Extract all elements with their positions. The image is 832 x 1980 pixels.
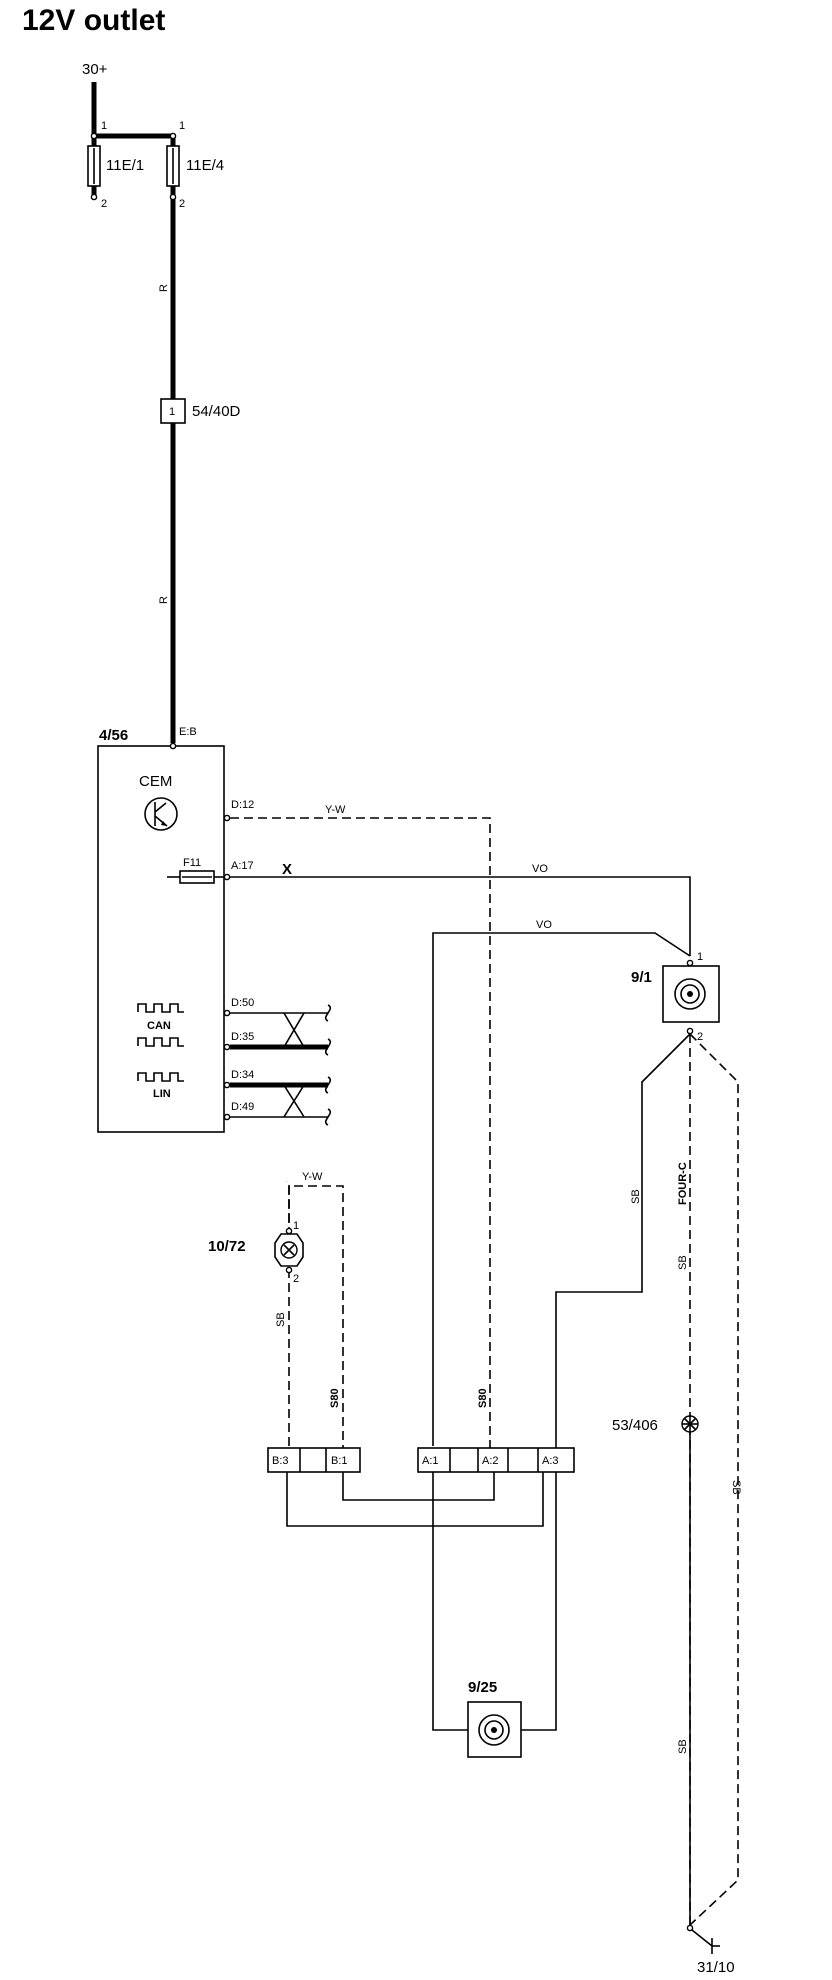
cem-pin-d12-label: D:12: [231, 799, 254, 811]
wire-color-vo-lower: VO: [536, 919, 552, 931]
wire-color-sb-lamp: SB: [275, 1312, 287, 1327]
outlet-9-1-label: 9/1: [631, 969, 652, 986]
connector-54-40d-pin: 1: [169, 406, 175, 418]
socket-icon-9-25: [478, 1714, 510, 1746]
connector-pin-a2: A:2: [482, 1455, 499, 1467]
fuse-11e-1-pin-top: 1: [101, 120, 107, 132]
twisted-pair-can: [230, 1004, 332, 1056]
wire-color-vo-upper: VO: [532, 863, 548, 875]
cem-pin-d12: [223, 814, 231, 822]
connector-54-40d: [160, 398, 186, 424]
transistor-icon: [144, 797, 178, 831]
lamp-10-72-pin2: [285, 1266, 293, 1274]
wire-b1-to-a2: [342, 1472, 495, 1501]
splice-53-406-label: 53/406: [612, 1417, 658, 1434]
connector-block-a: [417, 1447, 575, 1473]
lin-label: LIN: [153, 1088, 171, 1100]
wire-a3-to-outlet-9-25: [521, 1472, 557, 1731]
outlet-9-1-pin1-label: 1: [697, 951, 703, 963]
lamp-10-72-label: 10/72: [208, 1238, 246, 1255]
cem-pin-eb-label: E:B: [179, 726, 197, 738]
wire-yw-d12: [230, 817, 491, 1448]
cem-name-label: CEM: [139, 773, 172, 790]
connector-block-b: [267, 1447, 361, 1473]
wire-sb-dashed-right: [689, 1033, 739, 1926]
cem-fuse-f11: [167, 870, 224, 884]
wire-vo-a17: [230, 876, 691, 956]
wire-color-r-upper: R: [158, 284, 170, 292]
lin-signal-icon: [137, 1072, 184, 1082]
wire-yw-lamp: [286, 1181, 290, 1446]
diagram-title: 12V outlet: [22, 4, 165, 37]
wire-color-r-lower: R: [158, 596, 170, 604]
supply-label: 30+: [82, 61, 108, 78]
cem-fuse-f11-label: F11: [183, 857, 201, 869]
connector-54-40d-label: 54/40D: [192, 403, 241, 420]
model-note-s80-right: S80: [477, 1388, 489, 1408]
cem-pin-d35-label: D:35: [231, 1031, 254, 1043]
lamp-10-72-pin1-label: 1: [293, 1220, 299, 1232]
ground-label: 31/10: [697, 1959, 735, 1976]
wire-color-yw-upper: Y-W: [325, 804, 346, 816]
cem-pin-a17-label: A:17: [231, 860, 254, 872]
bus-pins: [223, 1009, 231, 1121]
socket-icon: [674, 978, 706, 1010]
wire-vo-branch: [432, 932, 691, 1446]
connector-pin-a1: A:1: [422, 1455, 439, 1467]
fuse-11e-1: [87, 132, 101, 201]
supply-wire: [91, 82, 173, 139]
outlet-9-1-pin2-label: 2: [697, 1031, 703, 1043]
cem-id-label: 4/56: [99, 727, 128, 744]
wire-color-sb-right: SB: [730, 1480, 742, 1495]
twisted-pair-lin: [230, 1076, 332, 1126]
ground-pin: [686, 1924, 694, 1932]
wire-color-sb-four-c: SB: [677, 1255, 689, 1270]
wire-x-mark: X: [282, 861, 292, 878]
connector-pin-b1: B:1: [331, 1455, 348, 1467]
can-signal-icon: [137, 1003, 184, 1047]
lamp-icon: [274, 1233, 304, 1267]
cem-pin-d34-label: D:34: [231, 1069, 254, 1081]
connector-pin-b3: B:3: [272, 1455, 289, 1467]
variant-four-c-label: FOUR-C: [677, 1162, 689, 1205]
fuse-11e-4-pin-bottom: 2: [179, 198, 185, 210]
fuse-11e-4-pin-top: 1: [179, 120, 185, 132]
connector-pin-a3: A:3: [542, 1455, 559, 1467]
wire-sb-to-a3: [555, 1033, 691, 1448]
wire-color-sb-ground: SB: [677, 1739, 689, 1754]
fuse-11e-4: [166, 132, 180, 201]
wire-color-yw-lamp: Y-W: [302, 1171, 323, 1183]
model-note-s80-left: S80: [329, 1388, 341, 1408]
lamp-10-72-pin2-label: 2: [293, 1273, 299, 1285]
outlet-9-1-pin1: [686, 959, 694, 967]
outlet-9-1-pin2: [686, 1027, 694, 1035]
fuse-11e-1-label: 11E/1: [106, 157, 144, 174]
wire-color-sb-a3: SB: [630, 1189, 642, 1204]
splice-53-406: [681, 1415, 699, 1433]
cem-pin-a17: [223, 873, 231, 881]
wire-a1-to-outlet-9-25: [432, 1472, 468, 1731]
cem-pin-eb: [169, 742, 177, 750]
fuse-11e-4-label: 11E/4: [186, 157, 224, 174]
outlet-9-25-label: 9/25: [468, 1679, 497, 1696]
cem-pin-d49-label: D:49: [231, 1101, 254, 1113]
ground-icon: [691, 1929, 720, 1954]
fuse-11e-1-pin-bottom: 2: [101, 198, 107, 210]
lamp-10-72-pin1: [285, 1227, 293, 1235]
cem-pin-d50-label: D:50: [231, 997, 254, 1009]
can-label: CAN: [147, 1020, 171, 1032]
wire-b3-to-a3: [286, 1472, 544, 1527]
